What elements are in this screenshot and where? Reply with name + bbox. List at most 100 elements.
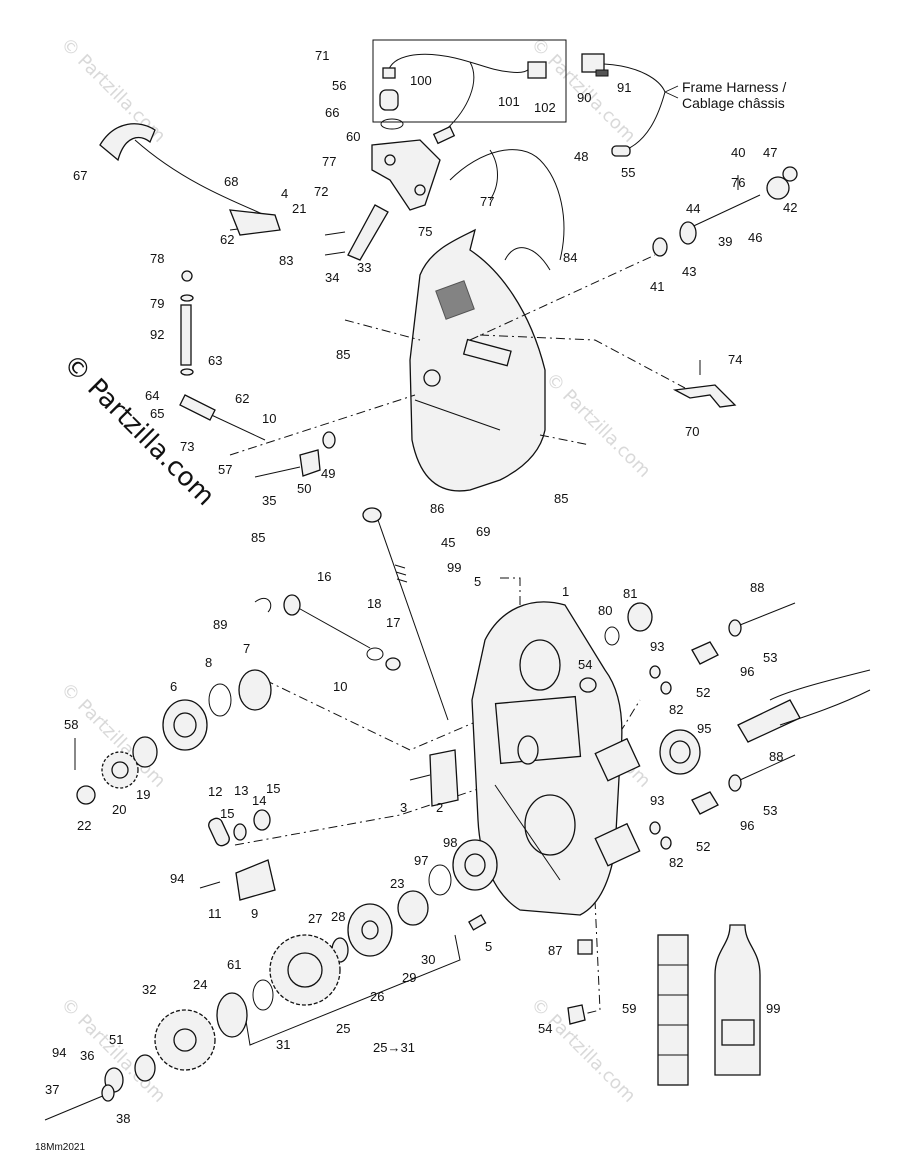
callout-95: 95 (697, 721, 711, 736)
callout-59: 59 (622, 1001, 636, 1016)
callout-62: 62 (220, 232, 234, 247)
callout-94b: 94 (52, 1045, 66, 1060)
callout-57: 57 (218, 462, 232, 477)
callout-28: 28 (331, 909, 345, 924)
callout-22: 22 (77, 818, 91, 833)
callout-12: 12 (208, 784, 222, 799)
callout-26: 26 (370, 989, 384, 1004)
callout-40: 40 (731, 145, 745, 160)
callout-53b: 53 (763, 803, 777, 818)
callout-90: 90 (577, 90, 591, 105)
callout-81: 81 (623, 586, 637, 601)
callout-62b: 62 (235, 391, 249, 406)
callout-18: 18 (367, 596, 381, 611)
callout-42: 42 (783, 200, 797, 215)
callout-37: 37 (45, 1082, 59, 1097)
callout-39: 39 (718, 234, 732, 249)
callout-86: 86 (430, 501, 444, 516)
callout-87: 87 (548, 943, 562, 958)
callout-85c: 85 (251, 530, 265, 545)
callout-88b: 88 (769, 749, 783, 764)
callout-53: 53 (763, 650, 777, 665)
callout-21: 21 (292, 201, 306, 216)
callout-11: 11 (208, 906, 222, 921)
callout-89: 89 (213, 617, 227, 632)
callout-10b: 10 (333, 679, 347, 694)
callout-88: 88 (750, 580, 764, 595)
dipstick (362, 507, 449, 721)
upper-linkage (99, 89, 441, 478)
callout-66: 66 (325, 105, 339, 120)
callout-100: 100 (410, 73, 432, 88)
upper-right-shaft (652, 166, 798, 408)
assembly-lines (229, 254, 686, 1046)
callout-52b: 52 (696, 839, 710, 854)
callout-5b: 5 (485, 939, 492, 954)
callout-58: 58 (64, 717, 78, 732)
callout-45: 45 (441, 535, 455, 550)
callout-44: 44 (686, 201, 700, 216)
callout-5: 5 (474, 574, 481, 589)
callout-46: 46 (748, 230, 762, 245)
callout-76: 76 (731, 175, 745, 190)
callout-9: 9 (251, 906, 258, 921)
callout-35: 35 (262, 493, 276, 508)
callout-8: 8 (205, 655, 212, 670)
callout-31: 31 (276, 1037, 290, 1052)
diagram-code: 18Mm2021 (35, 1142, 85, 1153)
callout-99: 99 (447, 560, 461, 575)
callout-3: 3 (400, 800, 407, 815)
callout-54b: 54 (538, 1021, 552, 1036)
callout-102: 102 (534, 100, 556, 115)
callout-85b: 85 (554, 491, 568, 506)
callout-75: 75 (418, 224, 432, 239)
callout-101: 101 (498, 94, 520, 109)
callout-63: 63 (208, 353, 222, 368)
callout-93b: 93 (650, 793, 664, 808)
callout-65: 65 (150, 406, 164, 421)
callout-34: 34 (325, 270, 339, 285)
lower-right-parts (468, 914, 761, 1086)
callout-74: 74 (728, 352, 742, 367)
callout-80: 80 (598, 603, 612, 618)
chaincase-cover (409, 149, 565, 492)
callout-6: 6 (170, 679, 177, 694)
callout-94: 94 (170, 871, 184, 886)
callout-50: 50 (297, 481, 311, 496)
callout-69: 69 (476, 524, 490, 539)
callout-25: 25 (336, 1021, 350, 1036)
callout-64: 64 (145, 388, 159, 403)
callout-70: 70 (685, 424, 699, 439)
callout-56: 56 (332, 78, 346, 93)
callout-2: 2 (436, 800, 443, 815)
callout-10: 10 (262, 411, 276, 426)
callout-16: 16 (317, 569, 331, 584)
callout-47: 47 (763, 145, 777, 160)
callout-82b: 82 (669, 855, 683, 870)
callout-85: 85 (336, 347, 350, 362)
callout-30: 30 (421, 952, 435, 967)
callout-32: 32 (142, 982, 156, 997)
callout-43: 43 (682, 264, 696, 279)
callout-29: 29 (402, 970, 416, 985)
callout-14: 14 (252, 793, 266, 808)
callout-20: 20 (112, 802, 126, 817)
harness-inset-box (372, 39, 567, 123)
callout-96b: 96 (740, 818, 754, 833)
harness-note-line1: Frame Harness / (682, 79, 786, 95)
partzilla-watermark: © Partzilla.com (57, 349, 220, 512)
callout-41: 41 (650, 279, 664, 294)
callout-52: 52 (696, 685, 710, 700)
callout-96: 96 (740, 664, 754, 679)
callout-71: 71 (315, 48, 329, 63)
callout-23: 23 (390, 876, 404, 891)
callout-17: 17 (386, 615, 400, 630)
callout-33: 33 (357, 260, 371, 275)
callout-15b: 15 (220, 806, 234, 821)
callout-77: 77 (322, 154, 336, 169)
callout-99b: 99 (766, 1001, 780, 1016)
callout-78: 78 (150, 251, 164, 266)
callout-48: 48 (574, 149, 588, 164)
callout-27: 27 (308, 911, 322, 926)
